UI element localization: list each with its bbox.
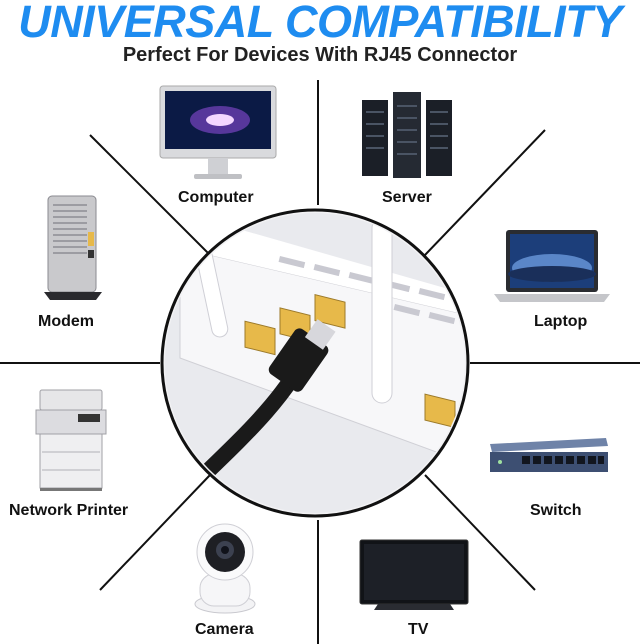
tv-icon [359,539,469,610]
line-bottom-right [424,474,536,591]
headline: UNIVERSAL COMPATIBILITY [18,0,622,47]
subheadline: Perfect For Devices With RJ45 Connector [122,44,518,66]
printer-icon [35,389,107,491]
tv-label: TV [408,621,429,638]
computer-icon [159,85,277,179]
laptop-icon [494,230,610,302]
camera-label: Camera [195,621,254,638]
switch-icon [490,438,608,472]
modem-label: Modem [38,313,94,330]
camera-icon [194,523,256,614]
modem-icon [44,195,102,300]
server-label: Server [382,189,432,206]
laptop-label: Laptop [534,313,588,330]
line-top-left [89,134,211,256]
printer-label: Network Printer [9,502,129,519]
server-icon [362,92,452,178]
line-bottom-left [99,474,211,591]
router-closeup-image [160,208,470,518]
switch-label: Switch [530,502,582,519]
line-top-right [424,129,546,256]
computer-label: Computer [178,189,254,206]
